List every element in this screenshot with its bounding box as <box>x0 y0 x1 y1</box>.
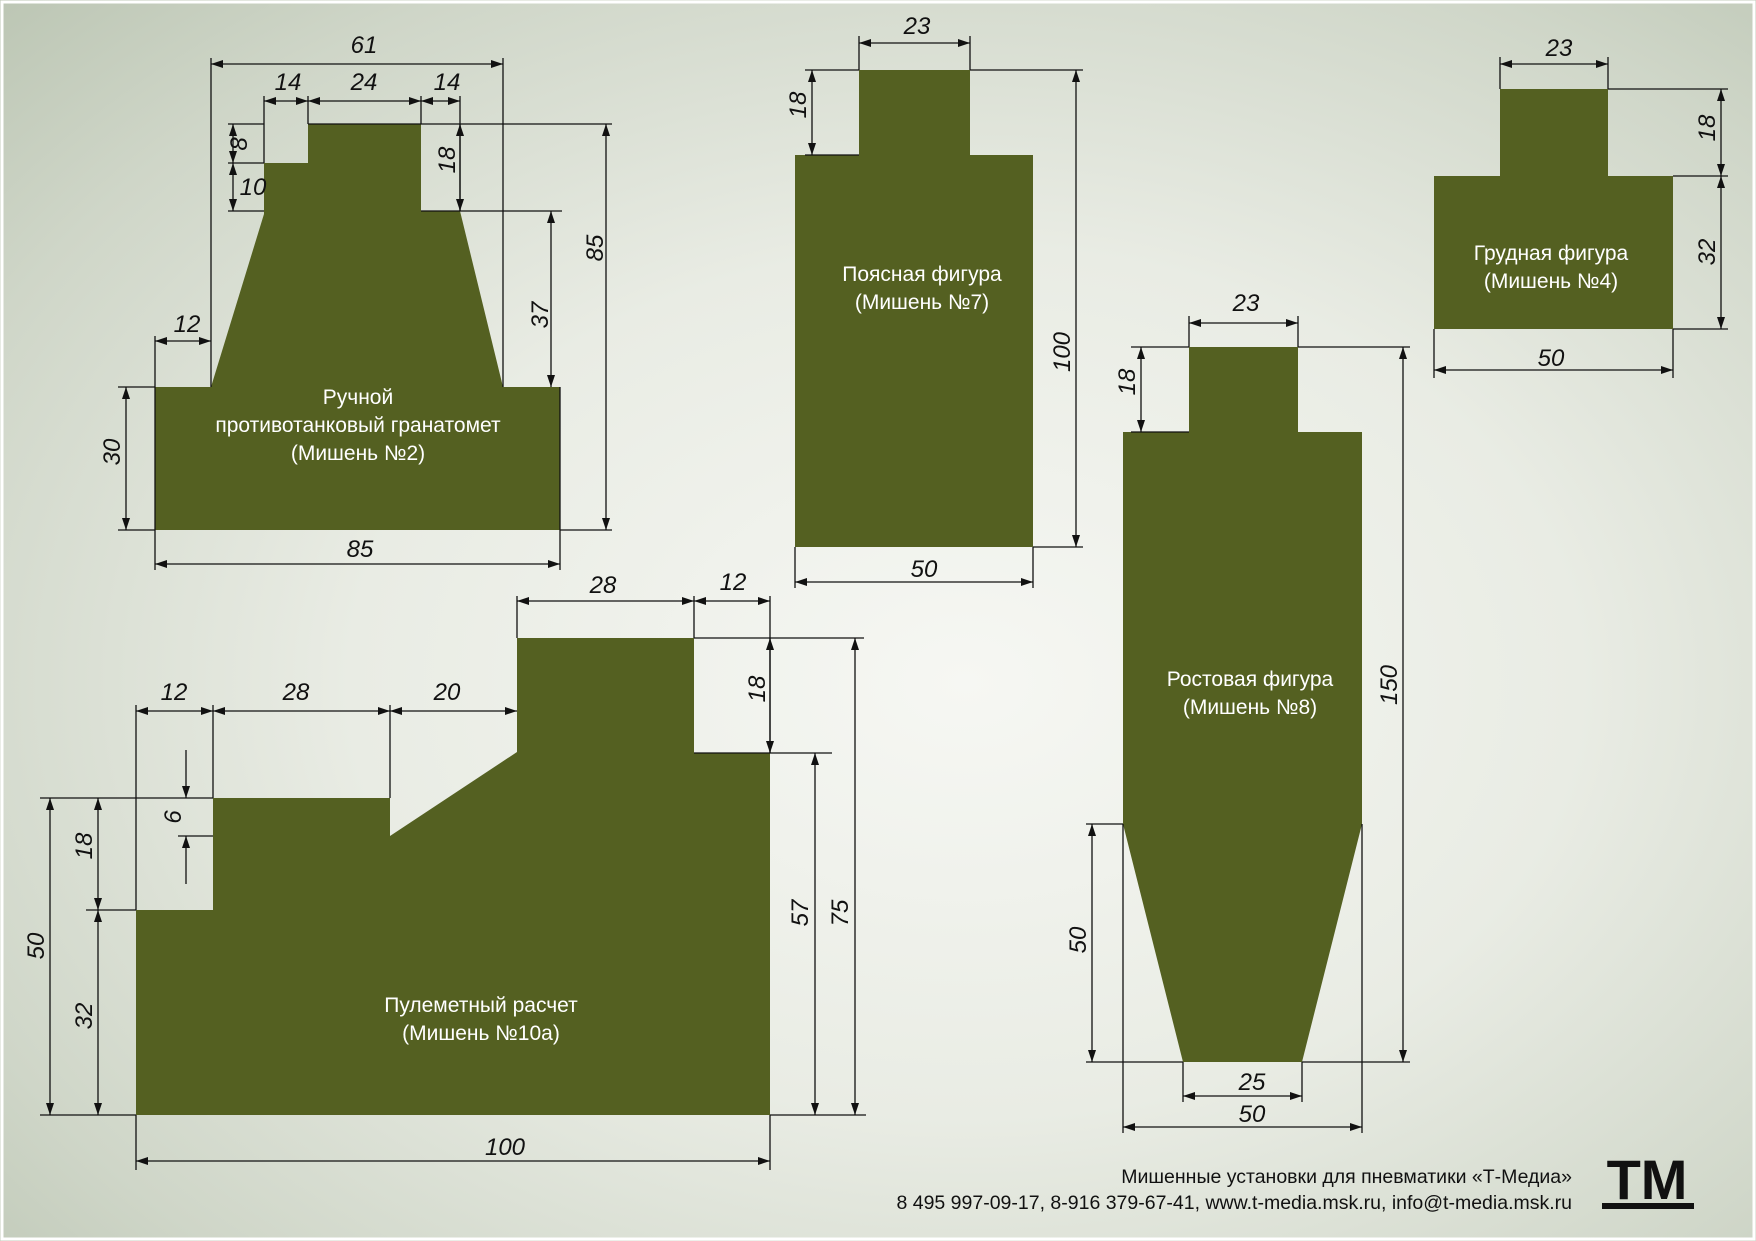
dim-t8-head-width: 23 <box>1232 290 1260 317</box>
dim-t2-shoulder-right: 14 <box>434 69 461 96</box>
dim-t10-top-height: 18 <box>744 675 771 702</box>
dim-t2-shoulder-left: 14 <box>275 69 302 96</box>
dim-t8-taper-height: 50 <box>1065 926 1092 953</box>
dim-t2-slope-height: 37 <box>527 300 554 328</box>
dim-t10-top-width: 28 <box>589 572 617 599</box>
target-2-shape <box>155 124 560 530</box>
dim-t10-mid-width: 28 <box>282 679 310 706</box>
target-4: 23 18 32 50 Грудная фигура (Мишень №4) <box>1433 35 1728 378</box>
dim-t2-step-10: 10 <box>240 174 267 201</box>
target-10a-label-line1: Пулеметный расчет <box>384 994 578 1017</box>
dim-t2-head-height: 18 <box>434 146 461 173</box>
footer-company: Мишенные установки для пневматики «Т-Мед… <box>1121 1166 1572 1188</box>
dim-t8-width: 50 <box>1239 1101 1266 1128</box>
target-10a-label-line2: (Мишень №10а) <box>402 1022 560 1045</box>
dim-t10-left-upper: 18 <box>71 832 98 859</box>
dim-t8-base-width: 25 <box>1238 1069 1266 1096</box>
dim-t4-head-height: 18 <box>1694 114 1721 141</box>
target-2-label-line1: Ручной <box>323 386 393 409</box>
dim-t2-base-width: 85 <box>347 536 374 563</box>
target-7: 23 18 100 50 Поясная фигура (Мишень №7) <box>785 13 1083 588</box>
dim-t8-total-height: 150 <box>1376 664 1403 705</box>
target-10a-shape <box>136 638 770 1115</box>
target-7-label-line2: (Мишень №7) <box>855 291 989 314</box>
target-2: 61 14 24 14 8 10 18 85 37 12 30 85 Ручно… <box>99 32 612 570</box>
dim-t2-head-width: 24 <box>350 69 378 96</box>
company-logo: ТМ <box>1607 1148 1688 1211</box>
dim-t10-left-step: 12 <box>161 679 188 706</box>
dim-t10-step-width: 12 <box>720 569 747 596</box>
target-7-shape <box>795 70 1033 547</box>
dim-t7-width: 50 <box>911 556 938 583</box>
dim-t10-width: 100 <box>485 1134 526 1161</box>
target-4-label-line1: Грудная фигура <box>1474 242 1629 265</box>
dim-t10-total-height: 75 <box>827 899 854 926</box>
target-10a: 28 12 12 28 20 18 6 18 50 32 57 75 100 П… <box>23 569 866 1170</box>
dim-t10-left-lower: 32 <box>71 1003 98 1030</box>
dim-t2-base-offset: 12 <box>174 311 201 338</box>
dim-t4-width: 50 <box>1538 345 1565 372</box>
dim-t7-head-width: 23 <box>903 13 931 40</box>
target-7-label-line1: Поясная фигура <box>842 263 1002 286</box>
dim-t2-base-height: 30 <box>99 438 126 465</box>
target-4-label-line2: (Мишень №4) <box>1484 270 1618 293</box>
target-2-label-line2: противотанковый гранатомет <box>215 414 501 437</box>
dim-t8-head-height: 18 <box>1114 368 1141 395</box>
dim-t7-total-height: 100 <box>1049 331 1076 372</box>
dim-t10-right-lower: 57 <box>787 898 814 926</box>
footer-contacts: 8 495 997-09-17, 8-916 379-67-41, www.t-… <box>896 1192 1572 1214</box>
dim-t10-notch-height: 6 <box>160 810 187 824</box>
target-2-label-line3: (Мишень №2) <box>291 442 425 465</box>
target-4-shape <box>1434 89 1673 329</box>
target-8-label-line2: (Мишень №8) <box>1183 696 1317 719</box>
logo-underline <box>1602 1203 1694 1209</box>
dim-t2-step-8: 8 <box>226 137 253 151</box>
dim-t10-slope-width: 20 <box>433 679 461 706</box>
dim-t7-head-height: 18 <box>785 91 812 118</box>
target-8-shape <box>1123 347 1362 1062</box>
target-8: 23 18 150 50 25 50 Ростовая фигура (Мише… <box>1065 290 1410 1133</box>
footer: Мишенные установки для пневматики «Т-Мед… <box>896 1148 1694 1214</box>
target-8-label-line1: Ростовая фигура <box>1167 668 1334 691</box>
dim-t4-head-width: 23 <box>1545 35 1573 62</box>
dim-t4-body-height: 32 <box>1694 239 1721 266</box>
dim-t10-left-total: 50 <box>23 932 50 959</box>
dim-t2-width-top: 61 <box>351 32 378 59</box>
dim-t2-total-height: 85 <box>582 234 609 261</box>
